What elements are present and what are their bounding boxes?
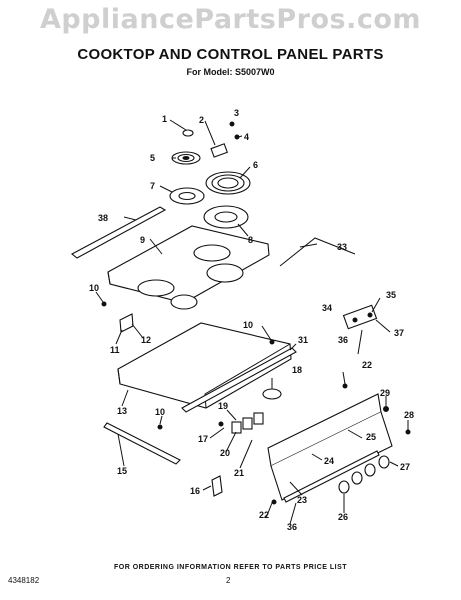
switch-bracket	[342, 304, 378, 330]
callout-35: 35	[386, 290, 396, 300]
callout-38: 38	[98, 213, 108, 223]
callout-22b: 22	[259, 510, 269, 520]
side-trim	[71, 206, 167, 259]
callout-7: 7	[150, 181, 155, 191]
drip-bowl-small	[169, 187, 205, 205]
screws	[101, 301, 411, 505]
page-number: 2	[226, 576, 231, 585]
callout-5: 5	[150, 153, 155, 163]
control-panel	[267, 393, 393, 501]
callout-2: 2	[199, 115, 204, 125]
callout-22a: 22	[362, 360, 372, 370]
control-switches	[231, 412, 264, 434]
callout-25: 25	[366, 432, 376, 442]
diagram-title: COOKTOP AND CONTROL PANEL PARTS	[77, 46, 384, 63]
callout-34: 34	[322, 303, 332, 313]
watermark: AppliancePartsPros.com	[39, 4, 422, 35]
model-subtitle: For Model: S5007W0	[186, 67, 275, 77]
bracket-left	[119, 313, 134, 333]
callout-28: 28	[404, 410, 414, 420]
lower-trim	[103, 422, 181, 465]
callout-12: 12	[141, 335, 151, 345]
callout-3: 3	[234, 108, 239, 118]
callout-36a: 36	[338, 335, 348, 345]
callout-18: 18	[292, 365, 302, 375]
callout-8: 8	[248, 235, 253, 245]
callout-27: 27	[400, 462, 410, 472]
callout-numbers: 1 2 3 4 5 6 7 8 9 10 10 10 11 12 13 15 1…	[89, 108, 414, 532]
surface-element-coil-large	[205, 171, 251, 195]
callout-13: 13	[117, 406, 127, 416]
control-knobs	[338, 455, 390, 494]
drip-bowl-large	[203, 205, 249, 229]
callout-19: 19	[218, 401, 228, 411]
small-knob	[182, 129, 194, 137]
front-trim	[181, 347, 297, 413]
callout-29: 29	[380, 388, 390, 398]
callout-23: 23	[297, 495, 307, 505]
surface-element-small	[171, 151, 201, 165]
document-number: 4348182	[8, 576, 40, 585]
callout-24: 24	[324, 456, 334, 466]
callout-26: 26	[338, 512, 348, 522]
callout-1: 1	[162, 114, 167, 124]
callout-10b: 10	[243, 320, 253, 330]
callout-36b: 36	[287, 522, 297, 532]
signal-light	[262, 388, 282, 400]
bracket-lower	[211, 475, 223, 497]
callout-10a: 10	[89, 283, 99, 293]
callout-6: 6	[253, 160, 258, 170]
callout-10c: 10	[155, 407, 165, 417]
callout-9: 9	[140, 235, 145, 245]
cooktop	[107, 225, 270, 310]
callout-4: 4	[244, 132, 249, 142]
panel-trim	[283, 450, 380, 503]
leader-lines	[95, 119, 409, 525]
main-top	[117, 322, 292, 409]
callout-20: 20	[220, 448, 230, 458]
callout-21: 21	[234, 468, 244, 478]
support-rod	[279, 237, 356, 267]
callout-11: 11	[110, 345, 120, 355]
callout-37: 37	[394, 328, 404, 338]
callout-33: 33	[337, 242, 347, 252]
terminal-block	[210, 121, 240, 158]
callout-15: 15	[117, 466, 127, 476]
callout-17: 17	[198, 434, 208, 444]
callout-31: 31	[298, 335, 308, 345]
ordering-note: FOR ORDERING INFORMATION REFER TO PARTS …	[113, 564, 348, 571]
callout-16: 16	[190, 486, 200, 496]
